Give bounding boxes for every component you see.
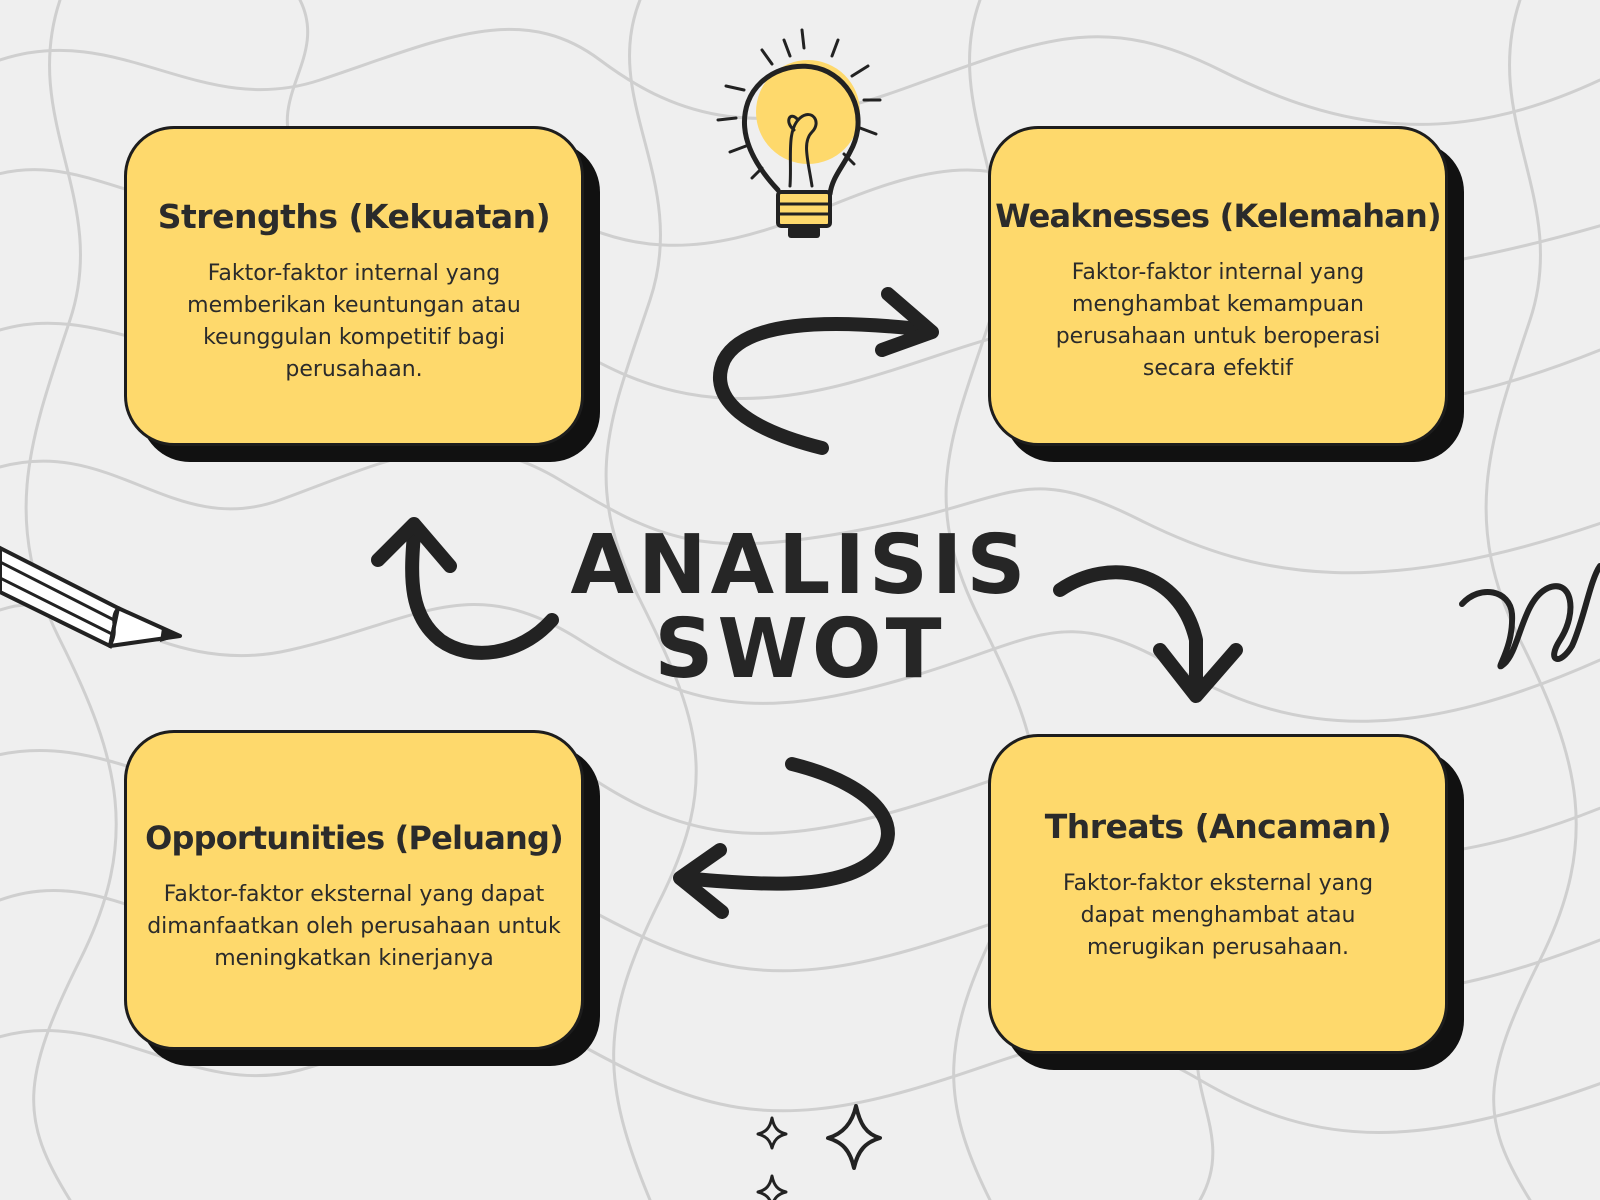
title-line-1: ANALISIS xyxy=(570,518,1030,613)
page-title: ANALISIS SWOT xyxy=(560,524,1040,692)
weaknesses-description: Faktor-faktor internal yang menghambat k… xyxy=(1055,260,1381,381)
threats-title: Threats (Ancaman) xyxy=(1044,807,1392,846)
title-line-2: SWOT xyxy=(654,602,946,697)
strengths-title: Strengths (Kekuatan) xyxy=(157,197,551,236)
opportunities-title: Opportunities (Peluang) xyxy=(145,819,564,857)
opportunities-description: Faktor-faktor eksternal yang dapat diman… xyxy=(147,882,561,971)
threats-card: Threats (Ancaman) Faktor-faktor eksterna… xyxy=(988,734,1448,1054)
weaknesses-card: Weaknesses (Kelemahan) Faktor-faktor int… xyxy=(988,126,1448,446)
opportunities-card: Opportunities (Peluang) Faktor-faktor ek… xyxy=(124,730,584,1050)
weaknesses-title: Weaknesses (Kelemahan) xyxy=(995,197,1441,235)
strengths-description: Faktor-faktor internal yang memberikan k… xyxy=(187,261,521,382)
strengths-card: Strengths (Kekuatan) Faktor-faktor inter… xyxy=(124,126,584,446)
threats-description: Faktor-faktor eksternal yang dapat mengh… xyxy=(1062,871,1374,960)
